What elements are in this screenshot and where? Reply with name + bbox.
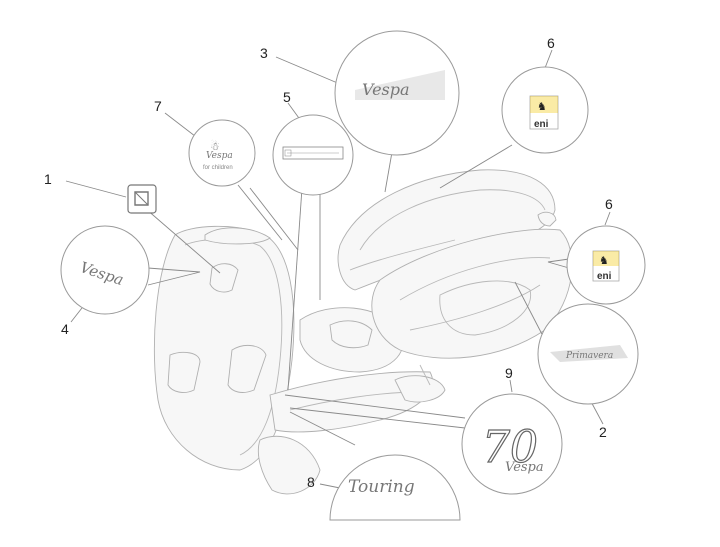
bubble-5 [272,114,354,196]
for-children-text: for children [203,165,233,171]
dog-logo-icon: ♞ [599,255,609,267]
bubble-2: Primavera [537,303,639,405]
callout-4: 4 [61,321,69,337]
bubble-8: Touring [329,454,461,521]
callout-numbers: 1 2 3 4 5 6 6 7 8 9 [44,35,613,490]
callout-9: 9 [505,365,513,381]
bubble-9: 70 Vespa [461,393,563,495]
bubble-6-top: ♞ eni [501,66,589,154]
eni-text-right: eni [597,271,612,282]
stick-figures-icon: ☃ [210,139,220,153]
callout-6-right: 6 [605,196,613,212]
vespa-script-7: Vespa [206,151,233,161]
dog-logo-icon: ♞ [537,101,547,113]
touring-script: Touring [348,477,415,497]
bubble-3: Vespa [334,30,460,156]
callout-7: 7 [154,98,162,114]
callout-8: 8 [307,474,315,490]
primavera-script: Primavera [565,351,613,361]
callout-2: 2 [599,424,607,440]
callout-1: 1 [44,171,52,187]
vespa-script-3: Vespa [362,80,410,99]
bubble-4: Vespa [60,225,150,315]
bubble-6-right: ♞ eni [566,225,646,305]
seventy-number: 70 [482,422,538,473]
bubble-7: ☃ Vespa for children [188,119,256,187]
eni-text-top: eni [534,119,549,130]
callout-3: 3 [260,45,268,61]
callout-5: 5 [283,89,291,105]
callout-6-top: 6 [547,35,555,51]
vespa-script-9: Vespa [505,460,544,475]
bubble-1-badge [127,184,157,214]
scooter-body [153,169,573,495]
